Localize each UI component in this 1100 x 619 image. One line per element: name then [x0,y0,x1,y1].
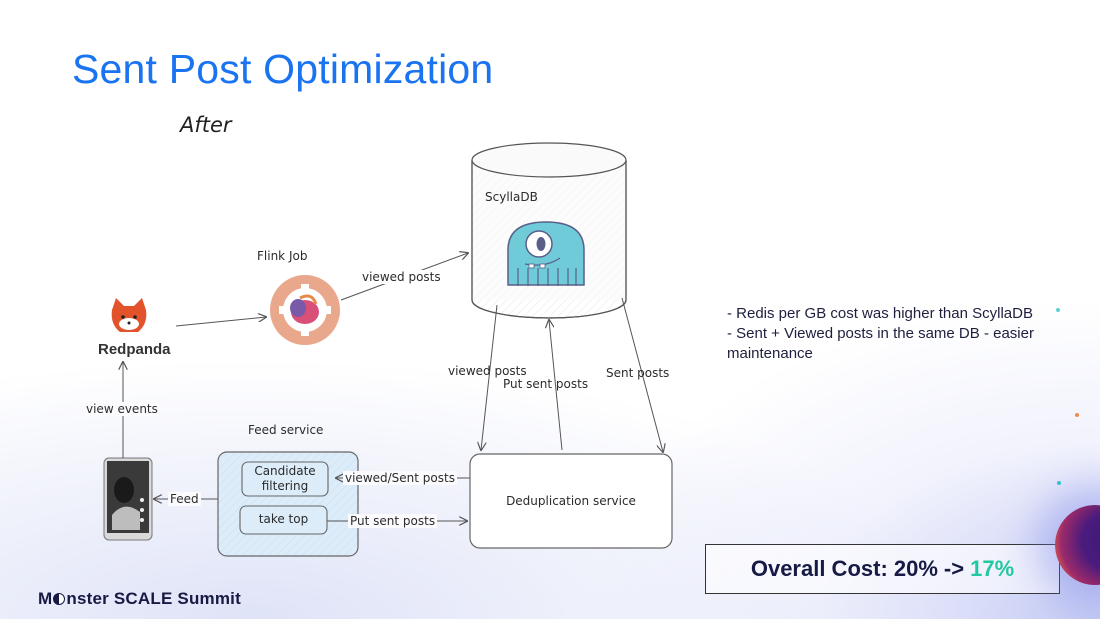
slide-title: Sent Post Optimization [72,46,494,92]
after-label: After [180,113,232,137]
edge-label-scylla-to-dedup-sent: Sent posts [606,366,670,380]
decor-dot-orange [1075,413,1079,417]
edge-label-taketop-to-dedup: Put sent posts [348,514,438,528]
cost-label: Overall Cost: 20% [750,556,938,581]
decor-dot-teal-2 [1057,481,1061,485]
edge-label-dedup-to-scylla-put: Put sent posts [503,377,589,391]
arrow-scylla-to-dedup-sent [621,297,663,452]
candidate-filtering-box [241,461,329,497]
decor-dot-teal [1056,308,1060,312]
scylladb-octopus-icon [507,221,585,286]
mobile-phone-icon [103,457,153,541]
arrow-scylla-to-dedup-viewed [481,304,498,450]
notes-list: - Redis per GB cost was higher than Scyl… [727,304,1087,364]
redpanda-label: Redpanda [98,341,171,358]
edge-label-flink-to-scylla: viewed posts [362,270,441,284]
cost-new-value: 17% [970,556,1015,581]
edge-label-feed: Feed [168,492,201,506]
take-top-label: take top [258,512,309,526]
flink-squirrel-icon [270,275,340,345]
arrow-redpanda-to-flink [175,317,266,327]
scylladb-label: ScyllaDB [485,190,538,204]
edge-label-view-events: view events [86,402,158,416]
note-item: - Redis per GB cost was higher than Scyl… [727,305,1033,322]
candidate-filtering-label: Candidate filtering [242,464,328,494]
brand-m: M [38,589,53,608]
take-top-box [239,505,328,535]
brand-eye-icon [53,593,66,605]
redpanda-logo-icon [111,298,147,332]
dedup-service-box [469,453,673,549]
flink-job-label: Flink Job [257,249,308,263]
brand-rest: nster SCALE Summit [66,589,241,608]
cost-arrow: -> [943,556,965,581]
note-item: - Sent + Viewed posts in the same DB - e… [727,325,1034,362]
edge-label-dedup-to-candidate: viewed/Sent posts [343,471,457,485]
candidate-filtering-line1: Candidate [254,464,316,478]
candidate-filtering-line2: filtering [261,479,309,493]
arrow-dedup-to-scylla-put [549,320,563,451]
overall-cost-box: Overall Cost: 20% -> 17% [705,544,1060,594]
feed-service-label: Feed service [248,423,324,437]
edge-label-scylla-to-dedup-viewed: viewed posts [448,364,527,378]
dedup-service-label: Deduplication service [506,494,636,508]
